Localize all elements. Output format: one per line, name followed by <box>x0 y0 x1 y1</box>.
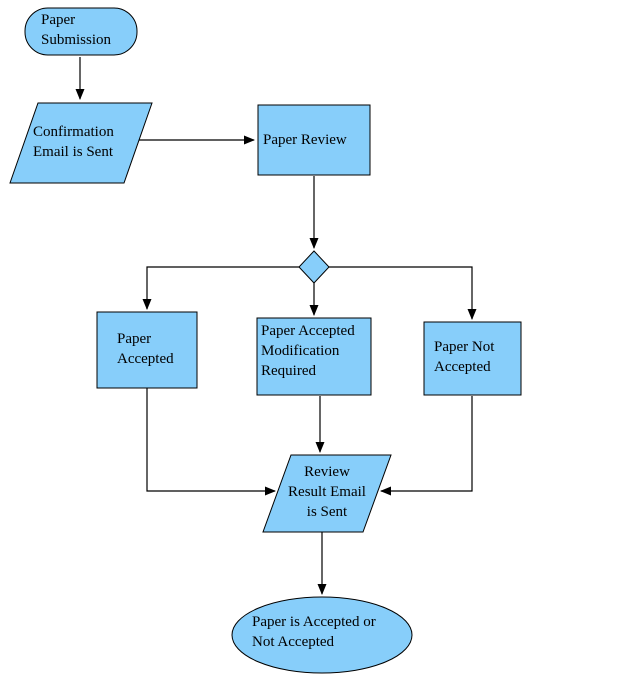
connector-not-accepted-to-result-email <box>380 396 473 496</box>
confirmation-email-parallelogram <box>9 102 153 184</box>
final-result-ellipse <box>231 596 413 674</box>
paper-submission-terminator <box>24 7 138 56</box>
paper-review-rect <box>257 104 371 176</box>
paper-not-accepted-rect <box>423 321 522 396</box>
decision-diamond <box>298 250 330 284</box>
review-result-email-parallelogram <box>262 454 392 533</box>
connector-decision-to-accepted <box>142 266 299 310</box>
paper-accepted-modification-rect <box>256 317 372 396</box>
connector-decision-to-not-accepted <box>329 266 477 320</box>
paper-accepted-rect <box>96 311 198 389</box>
connector-accepted-to-result-email <box>146 388 276 496</box>
